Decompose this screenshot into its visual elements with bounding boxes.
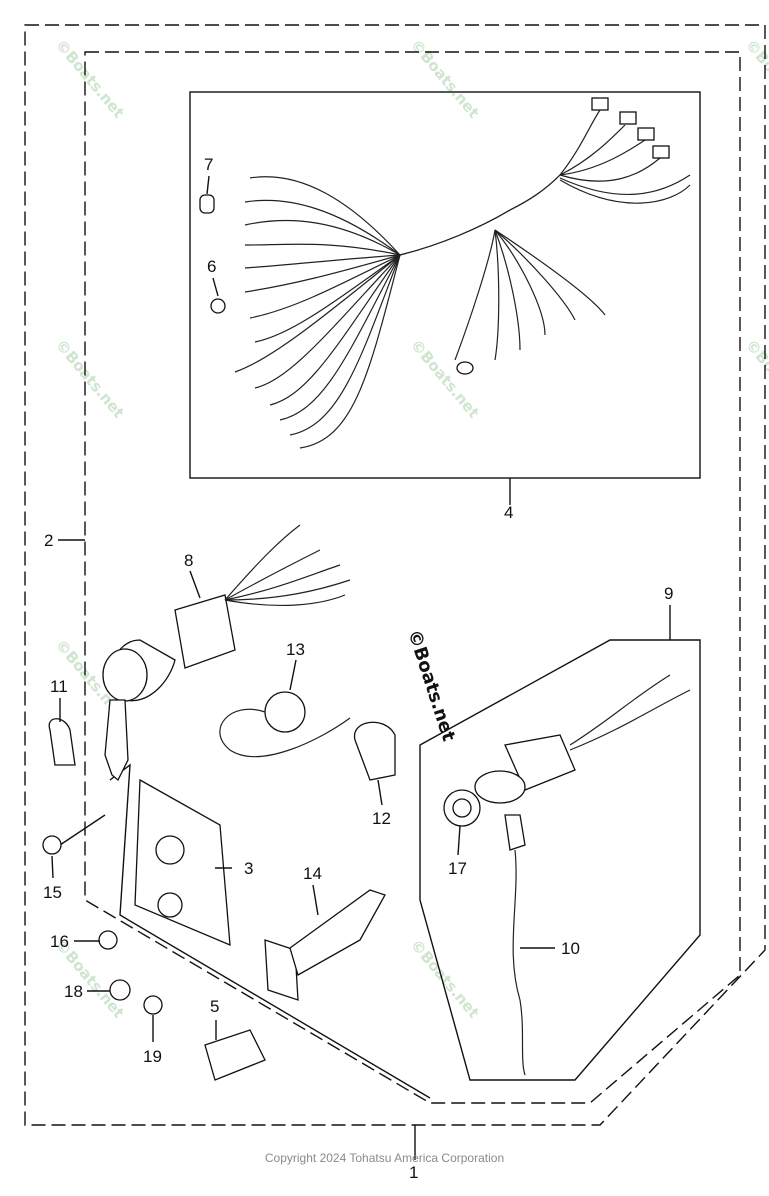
- callout-10: 10: [561, 939, 580, 958]
- watermark-2: ©Boats.net: [407, 36, 483, 122]
- watermark-3: ©Boats.net: [52, 336, 128, 422]
- left-wire-fan: [234, 176, 401, 449]
- bracket-14: [264, 939, 299, 1001]
- callout-17: 17: [448, 859, 467, 878]
- watermark-1: ©Boats.net: [52, 36, 128, 122]
- grommet-17: [452, 798, 472, 818]
- main-harness: [199, 97, 691, 449]
- connector-5: [204, 1029, 266, 1081]
- callout-14: 14: [303, 864, 322, 883]
- callout-6: 6: [207, 257, 216, 276]
- assembly-1-boundary: [24, 24, 766, 1126]
- callout-1: 1: [409, 1163, 418, 1182]
- watermark-main: ©Boats.net: [403, 627, 459, 744]
- callout-numbers: 1 2 3 4 5 6 7 8 9 10 11 12 13 14 15 16 1…: [43, 155, 673, 1182]
- washer-18: [109, 979, 131, 1001]
- harness-box: [189, 91, 701, 479]
- leader-lines: [51, 175, 671, 1160]
- ring-12: [354, 721, 396, 781]
- callout-8: 8: [184, 551, 193, 570]
- connector-13: [219, 691, 351, 758]
- callout-3: 3: [244, 859, 253, 878]
- callout-16: 16: [50, 932, 69, 951]
- stop-switch: [443, 674, 691, 1076]
- callout-19: 19: [143, 1047, 162, 1066]
- callout-15: 15: [43, 883, 62, 902]
- nut-16: [98, 930, 118, 950]
- copyright-notice: Copyright 2024 Tohatsu America Corporati…: [264, 1151, 505, 1165]
- callout-13: 13: [286, 640, 305, 659]
- screw-15: [59, 814, 106, 846]
- watermark-4: ©Boats.net: [407, 336, 483, 422]
- callout-7: 7: [204, 155, 213, 174]
- ignition-switch: [102, 524, 351, 782]
- watermark-7: ©Boats.net: [407, 936, 483, 1022]
- kill-switch-box: [419, 639, 701, 1081]
- callout-2: 2: [44, 531, 53, 550]
- callout-9: 9: [664, 584, 673, 603]
- callout-11: 11: [50, 677, 68, 696]
- callout-5: 5: [210, 997, 219, 1016]
- washer-19: [143, 995, 163, 1015]
- callout-4: 4: [504, 503, 513, 522]
- plate-3: [134, 778, 231, 947]
- callout-18: 18: [64, 982, 83, 1001]
- callout-12: 12: [372, 809, 391, 828]
- clip-11: [48, 718, 76, 766]
